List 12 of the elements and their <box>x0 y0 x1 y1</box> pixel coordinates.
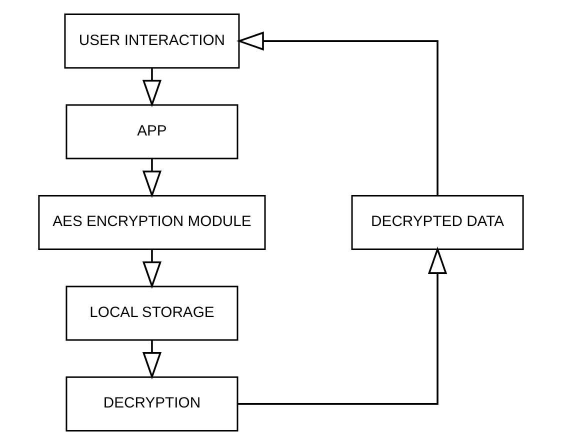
node-box: APP <box>65 104 238 160</box>
node-box: DECRYPTED DATA <box>350 194 524 250</box>
arrow <box>142 159 162 198</box>
arrow <box>142 250 162 289</box>
node-box: LOCAL STORAGE <box>65 286 238 341</box>
arrow <box>236 31 438 196</box>
node-box: USER INTERACTION <box>64 14 240 69</box>
node-box: AES ENCRYPTION MODULE <box>38 194 266 250</box>
arrow <box>237 246 447 405</box>
arrow <box>142 340 162 380</box>
arrow <box>142 68 162 108</box>
node-box: DECRYPTION <box>65 376 238 432</box>
